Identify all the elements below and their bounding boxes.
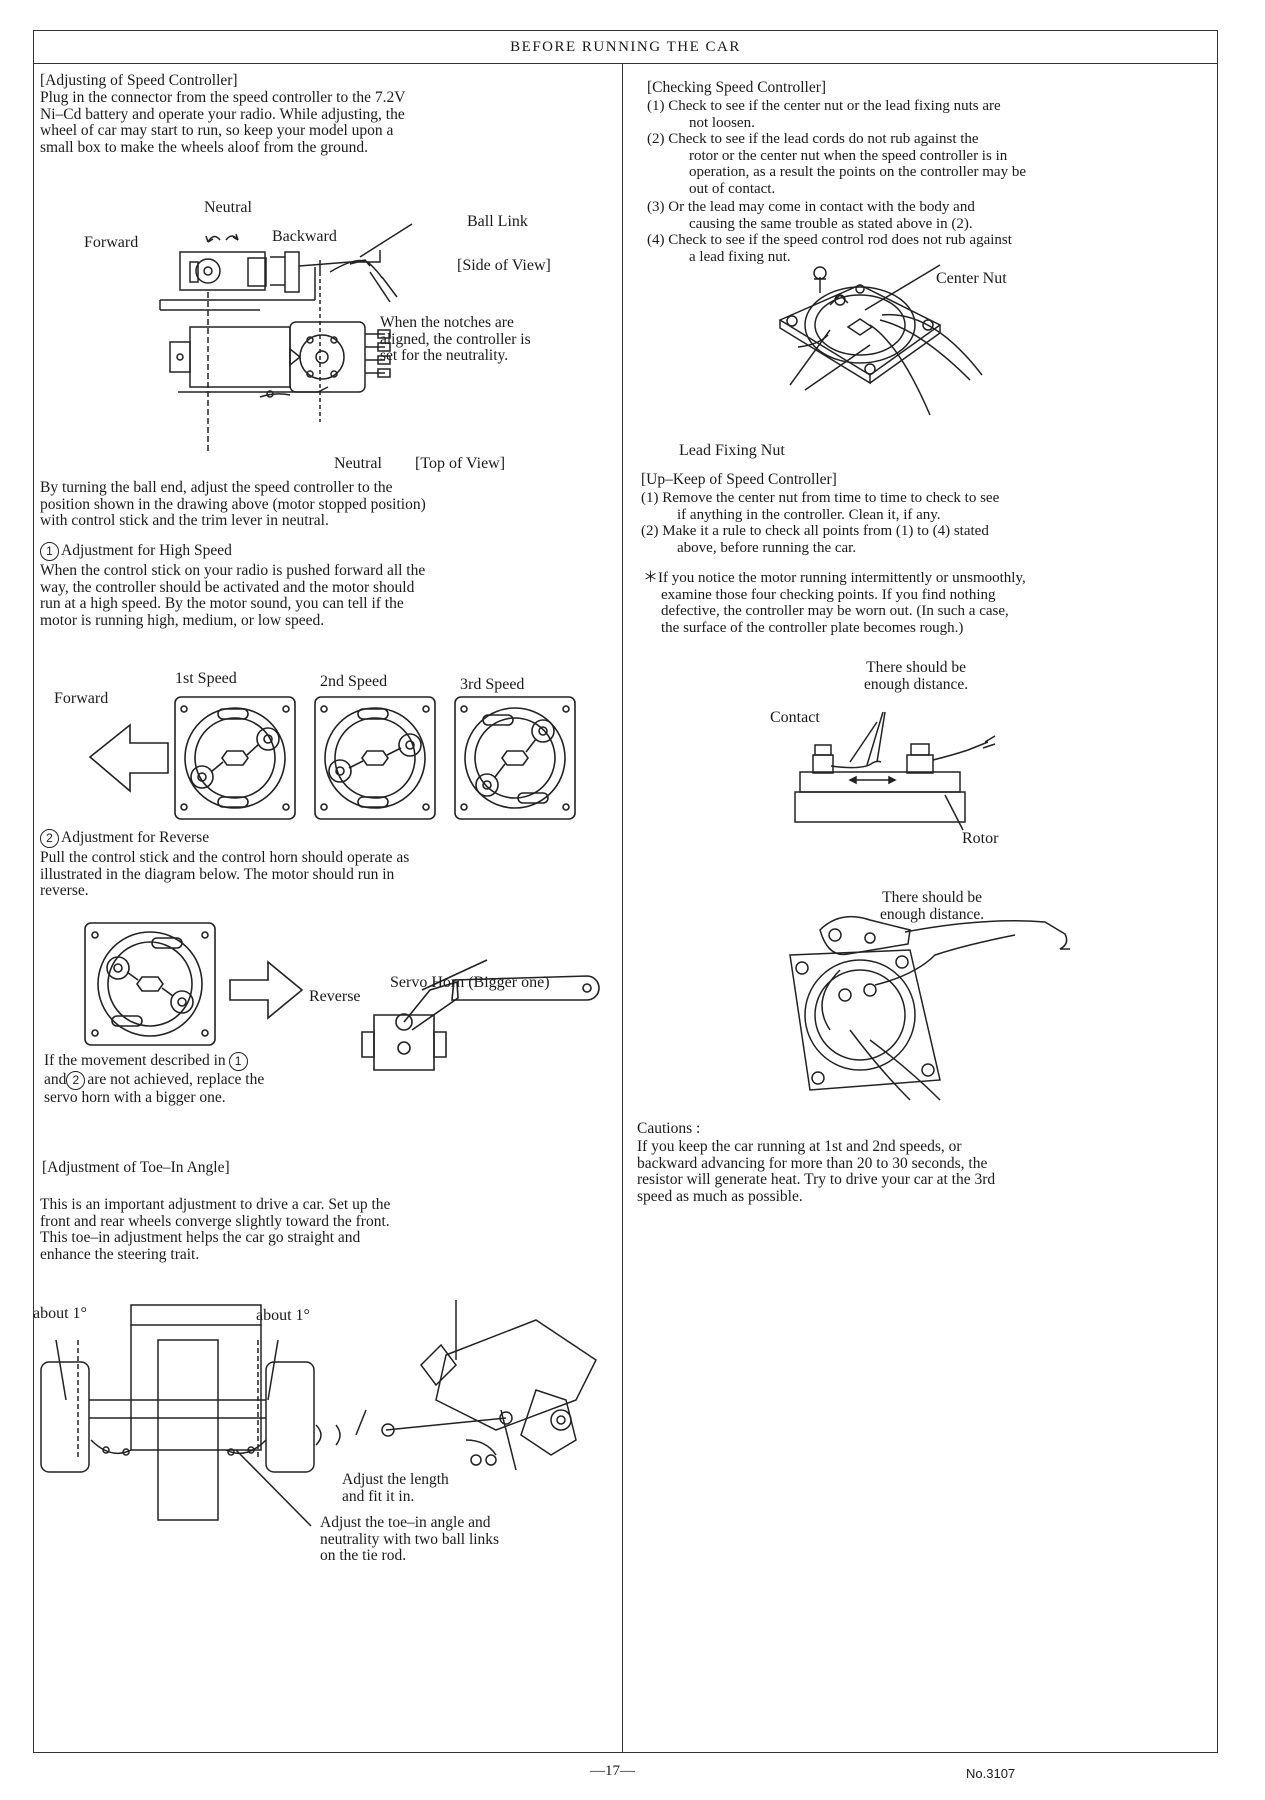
high-speed-title: Adjustment for High Speed [61,542,232,560]
about-1deg-right: about 1° [256,1307,310,1324]
check-item: (3) Or the lead may come in contact with… [647,199,975,232]
top-view-label: [Top of View] [415,455,506,472]
motor-note: ＊If you notice the motor running intermi… [643,570,1026,636]
step-2-marker: 2 [40,829,59,848]
controller-side-top-diagram [159,223,413,452]
lead-fixing-nut-label: Lead Fixing Nut [679,442,785,459]
center-nut-label: Center Nut [936,270,1007,287]
toe-in-text: This is an important adjustment to drive… [40,1196,391,1263]
controller-plate-diagram [778,264,983,416]
cautions-text: If you keep the car running at 1st and 2… [637,1138,996,1205]
ref-step-2: 2 [66,1071,86,1090]
neutral-label-top: Neutral [204,199,252,216]
servo-clearance-diagram [789,915,1070,1101]
speed-position-diagrams [88,696,576,820]
distance-note-2: There should be enough distance. [880,889,985,923]
model-number: No.3107 [966,1766,1016,1781]
speed-label-1: 1st Speed [175,670,237,687]
servo-horn-label: Servo Horn (Bigger one) [390,974,550,991]
ref-step-1: 1 [228,1052,248,1071]
upkeep-list: (1) Remove the center nut from time to t… [641,490,1226,556]
notches-note: When the notches are aligned, the contro… [380,314,531,364]
checking-title: [Checking Speed Controller] [647,79,827,96]
side-view-label: [Side of View] [457,257,551,274]
checking-list: (1) Check to see if the center nut or th… [647,98,1222,265]
adjust-length-note: Adjust the length and fit it in. [342,1471,449,1505]
speed-label-3: 3rd Speed [460,676,525,693]
page-number: —17— [590,1763,635,1779]
speed-forward-label: Forward [54,690,109,707]
cautions-title: Cautions : [637,1120,701,1137]
step-1-marker: 1 [40,542,59,561]
forward-arrow-icon [88,723,169,793]
reverse-arrow-icon [229,960,304,1020]
neutral-label-bottom: Neutral [334,455,382,472]
forward-label: Forward [84,234,139,251]
reverse-title: Adjustment for Reverse [61,829,210,847]
speed-intro: Plug in the connector from the speed con… [40,89,406,156]
check-item: (1) Check to see if the center nut or th… [647,98,1001,131]
contact-rotor-diagram [794,711,996,831]
turning-instructions: By turning the ball end, adjust the spee… [40,479,426,529]
toe-in-title: [Adjustment of Toe–In Angle] [42,1159,230,1176]
contact-label: Contact [770,709,820,726]
check-item: (2) Check to see if the lead cords do no… [647,131,1026,197]
backward-label: Backward [272,228,337,245]
high-speed-text: When the control stick on your radio is … [40,562,426,629]
page-frame: BEFORE RUNNING THE CAR [33,30,1218,1753]
reverse-diagram [84,922,600,1071]
reverse-label: Reverse [309,988,361,1005]
speed-controller-title: [Adjusting of Speed Controller] [40,72,238,89]
reverse-text: Pull the control stick and the control h… [40,849,410,899]
upkeep-item: (1) Remove the center nut from time to t… [641,490,1000,523]
rotor-label: Rotor [962,830,999,847]
about-1deg-left: about 1° [33,1305,87,1322]
check-item: (4) Check to see if the speed control ro… [647,232,1012,265]
ball-link-label: Ball Link [467,213,528,230]
speed-label-2: 2nd Speed [320,673,388,690]
distance-note-1: There should be enough distance. [864,659,969,693]
page-header: BEFORE RUNNING THE CAR [34,31,1217,64]
upkeep-item: (2) Make it a rule to check all points f… [641,523,989,556]
column-divider [622,63,623,1753]
toe-in-diagram [40,1300,597,1527]
adjust-toe-note: Adjust the toe–in angle and neutrality w… [320,1514,500,1564]
upkeep-title: [Up–Keep of Speed Controller] [641,471,837,488]
